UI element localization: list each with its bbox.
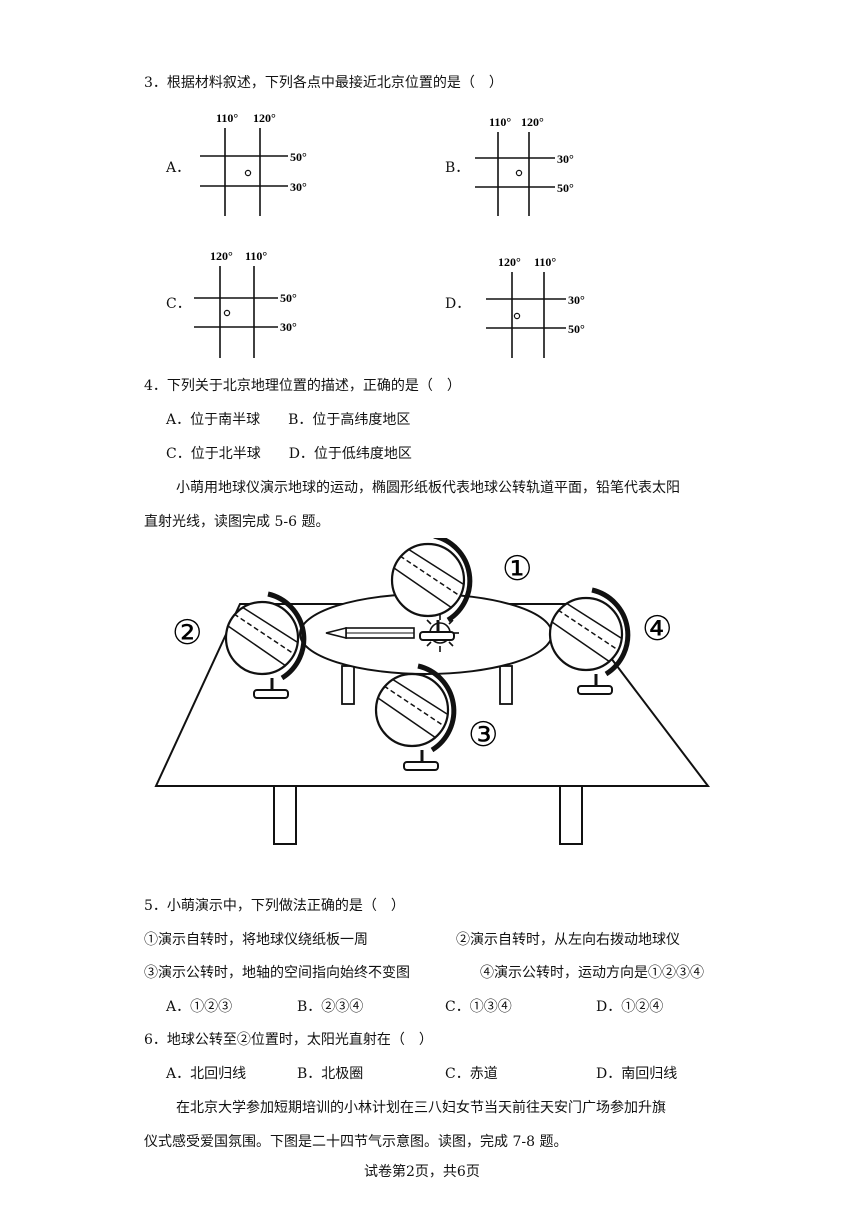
q3a-lon2: 120° <box>253 111 276 125</box>
q3d-lon1: 120° <box>498 255 521 269</box>
q3a-lon1: 110° <box>216 111 238 125</box>
q3c-lat1: 50° <box>280 291 297 305</box>
q3b-lon1: 110° <box>489 115 511 129</box>
label-position-1: ① <box>502 551 532 588</box>
intro-78-line1: 在北京大学参加短期培训的小林计划在三八妇女节当天前往天安门广场参加升旗 <box>176 1100 666 1116</box>
q3-option-c-letter: C． <box>166 296 191 312</box>
q3c-lon1: 120° <box>210 249 233 263</box>
q3d-lon2: 110° <box>534 255 556 269</box>
q5-statement-3: ③演示公转时，地轴的空间指向始终不变图 <box>144 965 410 981</box>
table-leg-left <box>273 785 297 845</box>
q5-option-b: B．②③④ <box>297 999 364 1015</box>
q3-option-b-letter: B． <box>445 160 470 176</box>
intro-78-line2: 仪式感受爱国氛围。下图是二十四节气示意图。读图，完成 7-8 题。 <box>144 1134 568 1150</box>
q4-options-row1: A．位于南半球 B．位于高纬度地区 <box>166 412 411 428</box>
q6-option-c: C．赤道 <box>445 1066 498 1082</box>
page-footer: 试卷第2页，共6页 <box>364 1164 480 1180</box>
q3-option-c-grid: 120° 110° 50° 30° <box>194 249 297 358</box>
q3-option-b-grid: 110° 120° 30° 50° <box>475 115 574 216</box>
q3b-lat1: 30° <box>557 152 574 166</box>
q5-option-a: A．①②③ <box>166 999 233 1015</box>
label-position-4: ④ <box>642 611 672 648</box>
pencil <box>325 626 415 640</box>
q3-option-d-grid: 120° 110° 30° 50° <box>486 255 585 358</box>
q3c-point <box>223 309 231 317</box>
q6-option-b: B．北极圈 <box>297 1066 364 1082</box>
label-position-2: ② <box>172 615 202 652</box>
q6-stem: 6．地球公转至②位置时，太阳光直射在（ ） <box>144 1032 433 1048</box>
q6-option-d: D．南回归线 <box>596 1066 678 1082</box>
q3d-lat1: 30° <box>568 293 585 307</box>
q3a-lat2: 30° <box>290 180 307 194</box>
q3-option-a-letter: A． <box>166 160 191 176</box>
label-position-3: ③ <box>468 717 498 754</box>
q5-statement-4: ④演示公转时，运动方向是①②③④ <box>480 965 704 981</box>
q5-statement-2: ②演示自转时，从左向右拨动地球仪 <box>456 932 680 948</box>
q3c-lat2: 30° <box>280 320 297 334</box>
q5-option-d: D．①②④ <box>596 999 664 1015</box>
q3-stem: 3．根据材料叙述，下列各点中最接近北京位置的是（ ） <box>144 75 503 91</box>
q5-statement-1: ①演示自转时，将地球仪绕纸板一周 <box>144 932 368 948</box>
intro-56-line1: 小萌用地球仪演示地球的运动，椭圆形纸板代表地球公转轨道平面，铅笔代表太阳 <box>176 480 680 496</box>
q3-option-d-letter: D． <box>445 296 471 312</box>
q5-stem: 5．小萌演示中，下列做法正确的是（ ） <box>144 898 405 914</box>
q5-option-c: C．①③④ <box>445 999 512 1015</box>
q4-options-row2: C．位于北半球 D．位于低纬度地区 <box>166 446 412 462</box>
q3b-lat2: 50° <box>557 181 574 195</box>
intro-56-line2: 直射光线，读图完成 5-6 题。 <box>144 514 330 530</box>
globe-table-figure: ① ② ③ ④ <box>154 538 711 845</box>
q3d-point <box>513 312 521 320</box>
table-leg-right <box>559 785 583 845</box>
q3-option-a-grid: 110° 120° 50° 30° <box>200 111 307 216</box>
q6-option-a: A．北回归线 <box>166 1066 247 1082</box>
q3a-point <box>244 169 252 177</box>
q3c-lon2: 110° <box>245 249 267 263</box>
q3d-lat2: 50° <box>568 322 585 336</box>
q3a-lat1: 50° <box>290 150 307 164</box>
q3b-lon2: 120° <box>521 115 544 129</box>
q4-stem: 4．下列关于北京地理位置的描述，正确的是（ ） <box>144 378 461 394</box>
q3b-point <box>515 169 523 177</box>
